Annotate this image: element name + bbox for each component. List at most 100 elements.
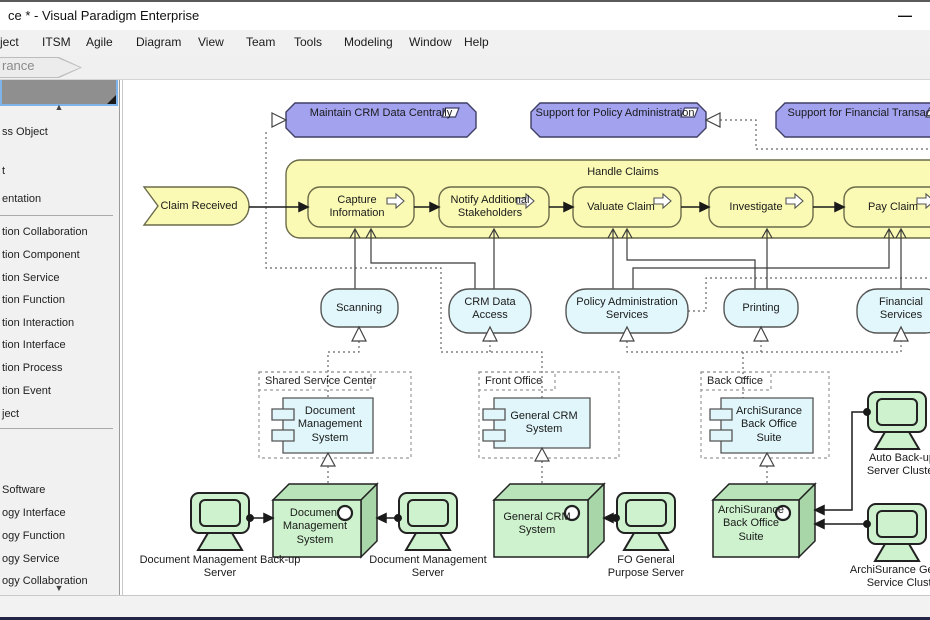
label-pay-claim[interactable]: Pay Claim <box>867 201 919 213</box>
breadcrumb-bar: rance <box>0 55 930 80</box>
label-fo-server[interactable]: FO General Purpose Server <box>607 554 685 580</box>
menu-item-help[interactable]: Help <box>464 35 489 49</box>
service-support-financial-transactions[interactable] <box>776 103 930 137</box>
palette-item-application-component[interactable]: tion Component <box>2 249 80 261</box>
serving-printing-valuate[interactable] <box>627 230 755 289</box>
server-screen <box>626 500 666 526</box>
label-shared-service-center[interactable]: Shared Service Center <box>265 375 377 387</box>
palette-item-business-object[interactable]: ss Object <box>2 126 48 138</box>
breadcrumb[interactable]: rance <box>2 58 35 73</box>
palette-item-system-software[interactable]: Software <box>2 484 46 496</box>
palette-item-technology-collaboration[interactable]: ogy Collaboration <box>2 575 88 587</box>
palette-header[interactable] <box>0 80 118 106</box>
server-base <box>406 533 450 550</box>
node-crm-top-face[interactable] <box>494 484 604 500</box>
menu-item-modeling[interactable]: Modeling <box>344 35 393 49</box>
server-screen <box>200 500 240 526</box>
palette-divider <box>0 215 113 216</box>
palette-item-application-interaction[interactable]: tion Interaction <box>2 317 75 329</box>
service-support-policy-administration[interactable] <box>531 103 706 137</box>
palette-item-technology-function[interactable]: ogy Function <box>2 530 65 542</box>
component-tab-icon <box>272 409 294 420</box>
realization-dms-to-scanning[interactable] <box>328 341 359 398</box>
label-dms-node[interactable]: Document Management System <box>282 507 348 546</box>
event-claim-received[interactable] <box>144 187 249 225</box>
serving-crm-capture[interactable] <box>371 230 475 289</box>
palette-scroll-up-icon[interactable]: ▲ <box>54 102 64 112</box>
parallelogram-icon <box>681 108 698 117</box>
label-crm-component[interactable]: General CRM System <box>510 410 578 436</box>
label-support-financial[interactable]: Support for Financial Transactions <box>787 107 930 119</box>
label-capture-information[interactable]: Capture Information <box>329 194 385 220</box>
label-valuate-claim[interactable]: Valuate Claim <box>587 201 655 213</box>
palette-item-product[interactable]: t <box>2 165 6 177</box>
label-front-office[interactable]: Front Office <box>485 375 543 387</box>
palette-item-application-process[interactable]: tion Process <box>2 362 63 374</box>
palette-item-application-interface[interactable]: tion Interface <box>2 339 66 351</box>
server-base <box>198 533 242 550</box>
node-abos-top-face[interactable] <box>713 484 815 500</box>
label-dm-server[interactable]: Document Management Server <box>369 554 487 580</box>
label-crm-data-access[interactable]: CRM Data Access <box>464 296 516 322</box>
menu-item-team[interactable]: Team <box>246 35 276 49</box>
palette-scroll-down-icon[interactable]: ▼ <box>54 583 64 593</box>
palette-item-application-service[interactable]: tion Service <box>2 272 60 284</box>
label-printing[interactable]: Printing <box>742 302 780 314</box>
group-label-box <box>259 372 371 390</box>
link-auto-backup-abos[interactable] <box>824 412 867 510</box>
realization-node-to-component[interactable] <box>328 461 767 484</box>
palette-item-application-function[interactable]: tion Function <box>2 294 65 306</box>
palette-item-application-collaboration[interactable]: tion Collaboration <box>2 226 88 238</box>
window-title: ce * - Visual Paradigm Enterprise <box>8 8 200 23</box>
realization-abos-to-services[interactable] <box>627 341 901 398</box>
palette-item-technology-interface[interactable]: ogy Interface <box>2 507 66 519</box>
label-dms-component[interactable]: Document Management System <box>297 405 363 444</box>
label-investigate[interactable]: Investigate <box>729 201 783 213</box>
palette-item-data-object[interactable]: ject <box>2 408 20 420</box>
component-archisurance-back-office-suite[interactable] <box>721 398 813 453</box>
breadcrumb-chevron[interactable] <box>0 57 82 78</box>
group-front-office[interactable] <box>479 372 619 458</box>
group-label-box <box>701 372 771 390</box>
label-general-service-cluster[interactable]: ArchiSurance General Service Cluster <box>849 564 930 590</box>
label-claim-received[interactable]: Claim Received <box>160 200 238 212</box>
menu-item-itsm[interactable]: ITSM <box>42 35 71 49</box>
node-dms-top-face[interactable] <box>273 484 377 500</box>
realization-to-support-policy-admin[interactable] <box>720 120 930 149</box>
system-software-icon <box>338 506 352 520</box>
palette-item-representation[interactable]: entation <box>2 193 42 205</box>
component-tab-icon <box>483 430 505 441</box>
palette-item-application-event[interactable]: tion Event <box>2 385 51 397</box>
menu-item-window[interactable]: Window <box>409 35 452 49</box>
palette-item-technology-service[interactable]: ogy Service <box>2 553 60 565</box>
palette-resize-grip[interactable] <box>107 95 116 104</box>
component-general-crm-system[interactable] <box>494 398 590 448</box>
menu-item-diagram[interactable]: Diagram <box>136 35 182 49</box>
label-handle-claims[interactable]: Handle Claims <box>587 166 659 178</box>
label-policy-admin-services[interactable]: Policy Administration Services <box>576 296 678 322</box>
minimize-button[interactable]: — <box>898 7 912 23</box>
serving-pas-pay[interactable] <box>633 230 889 289</box>
window-bottom-border <box>0 617 930 620</box>
menu-item-agile[interactable]: Agile <box>86 35 113 49</box>
label-auto-backup-cluster[interactable]: Auto Back-up Server Cluster <box>866 452 930 478</box>
service-maintain-crm-data-centrally[interactable] <box>286 103 476 137</box>
label-support-policy-admin[interactable]: Support for Policy Administration <box>535 107 695 119</box>
open-arrowhead-icon <box>762 229 772 238</box>
menu-item-view[interactable]: View <box>198 35 224 49</box>
open-arrowhead-icon <box>366 229 376 238</box>
label-scanning[interactable]: Scanning <box>336 302 382 314</box>
label-notify-stakeholders[interactable]: Notify Additional Stakeholders <box>450 194 530 220</box>
label-abos-component[interactable]: ArchiSurance Back Office Suite <box>735 405 803 444</box>
component-document-management-system[interactable] <box>283 398 373 453</box>
realization-arrowhead-icon <box>760 453 774 466</box>
menu-item-tools[interactable]: Tools <box>294 35 323 49</box>
label-maintain-crm[interactable]: Maintain CRM Data Centrally <box>309 107 453 119</box>
label-financial-services[interactable]: Financial Services <box>878 296 924 322</box>
label-crm-node[interactable]: General CRM System <box>503 511 571 537</box>
label-abos-node[interactable]: ArchiSurance Back Office Suite <box>717 504 785 543</box>
menu-item-project[interactable]: ject <box>0 35 19 49</box>
group-shared-service-center[interactable] <box>259 372 411 458</box>
label-back-office[interactable]: Back Office <box>707 375 764 387</box>
label-dm-backup-server[interactable]: Document Management Back-up Server <box>139 554 301 580</box>
